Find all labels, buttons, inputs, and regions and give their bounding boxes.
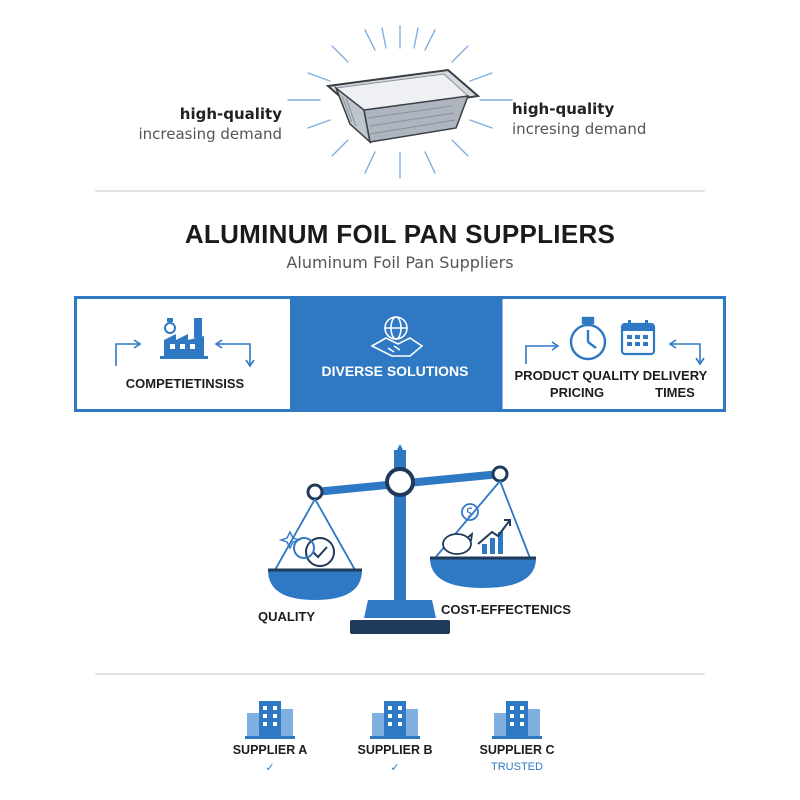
band-right-label-1: PRODUCT QUALITY PRICING <box>514 368 640 400</box>
building-icon <box>492 701 542 739</box>
building-icon <box>370 701 420 739</box>
balance-scale-icon <box>268 444 536 634</box>
supplier-card-a: SUPPLIER A ✓ <box>215 695 325 774</box>
foil-pan-illustration <box>287 25 513 179</box>
savings-growth-icon <box>442 503 511 555</box>
supplier-badge: TRUSTED <box>491 761 543 773</box>
band-left-label: COMPETIETINSISS <box>125 376 245 391</box>
hero-left-caption: high-quality increasing demand <box>112 104 282 145</box>
building-icon <box>245 701 295 739</box>
bottom-divider <box>95 673 705 675</box>
page-subtitle: Aluminum Foil Pan Suppliers <box>286 253 514 272</box>
hero-right-caption: high-quality incresing demand <box>512 99 712 140</box>
supplier-card-c: SUPPLIER C TRUSTED <box>462 695 572 773</box>
hero-right-subtext: incresing demand <box>512 120 647 139</box>
page-title: ALUMINUM FOIL PAN SUPPLIERS <box>184 219 616 249</box>
globe-handshake-icon <box>370 316 424 357</box>
flow-arrow-right-icon <box>214 339 255 368</box>
supplier-name: SUPPLIER B <box>357 743 433 757</box>
supplier-name: SUPPLIER C <box>479 743 555 757</box>
top-divider <box>95 190 705 192</box>
feature-band-icons <box>115 296 705 412</box>
supplier-badge: ✓ <box>265 762 275 774</box>
calendar-icon <box>620 320 656 356</box>
scale-left-label: QUALITY <box>258 609 316 624</box>
band-center-label: DIVERSE SOLUTIONS <box>321 363 469 379</box>
feature-band-center-panel <box>290 296 500 412</box>
factory-icon <box>160 318 208 359</box>
hero-right-heading: high-quality <box>512 100 615 118</box>
band-right-label-2: DELIVERY TIMES <box>642 368 708 400</box>
hero-left-subtext: increasing demand <box>138 125 282 144</box>
stopwatch-icon <box>569 316 607 361</box>
sunburst-rays <box>287 25 513 179</box>
foil-pan-icon <box>325 68 481 145</box>
scale-right-label: COST-EFFECTENICS <box>441 602 572 617</box>
flow-arrow-dt-icon <box>668 339 705 366</box>
quality-badge-icon <box>278 530 335 567</box>
flow-arrow-pq-icon <box>525 341 560 364</box>
flow-arrow-left-icon <box>115 339 142 366</box>
supplier-name: SUPPLIER A <box>232 743 308 757</box>
supplier-card-b: SUPPLIER B ✓ <box>340 695 450 774</box>
supplier-badge: ✓ <box>390 762 400 774</box>
hero-left-heading: high-quality <box>179 105 282 123</box>
